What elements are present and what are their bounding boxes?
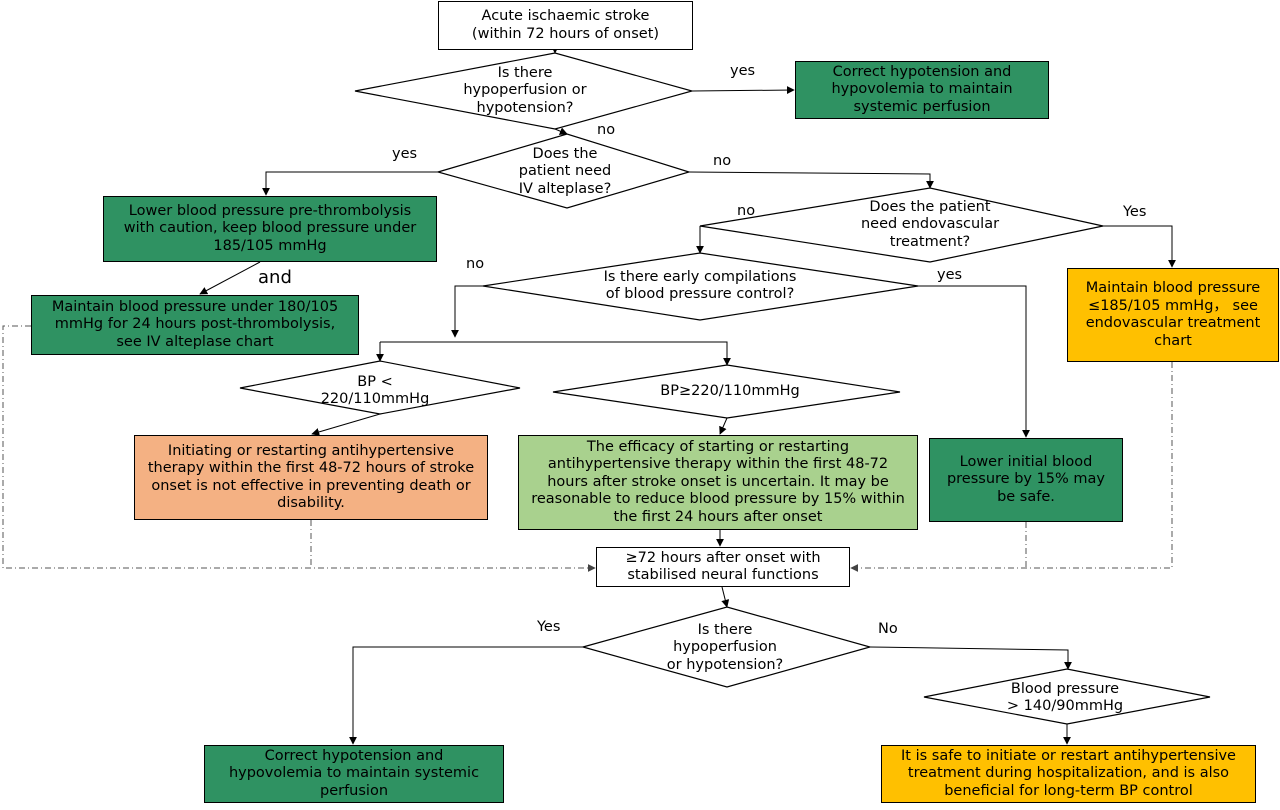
- label-no-hypo1: no: [597, 122, 616, 138]
- label-yes-endo: Yes: [1123, 204, 1147, 220]
- after-72-hours-box: ≥72 hours after onset with stabilised ne…: [596, 547, 850, 587]
- lower-pre-thrombolysis-box: Lower blood pressure pre-thrombolysis wi…: [103, 196, 437, 262]
- edge-dashed-right: [850, 362, 1173, 572]
- edge-endo-yes: [1103, 225, 1176, 268]
- question-hypoperfusion-1: Is there hypoperfusion or hypotension?: [463, 64, 587, 116]
- label-and: and: [258, 267, 292, 288]
- safe-initiate-box: It is safe to initiate or restart antihy…: [881, 745, 1256, 803]
- label-yes-alteplase: yes: [392, 146, 418, 162]
- edge-alteplase-yes: [262, 171, 438, 196]
- diamond-bp-high: [552, 364, 901, 419]
- edge-hypo2-yes: [349, 646, 583, 745]
- edge-early-yes: [918, 285, 1030, 438]
- diamond-bp-low: [239, 360, 521, 415]
- label-no-endo: no: [737, 203, 756, 219]
- efficacy-box: The efficacy of starting or restarting a…: [518, 435, 918, 530]
- label-no-early: no: [466, 256, 485, 272]
- edge-after72-hypo2: [721, 586, 730, 608]
- question-bp-low: BP < 220/110mmHg: [320, 373, 430, 408]
- question-bp140: Blood pressure > 140/90mmHg: [1006, 680, 1124, 715]
- edge-hypo2-no: [869, 646, 1072, 670]
- start-box: Acute ischaemic stroke (within 72 hours …: [438, 1, 693, 50]
- edge-dashed-left: [2, 325, 596, 572]
- question-endovascular: Does the patient need endovascular treat…: [860, 198, 1000, 250]
- question-bp-high: BP≥220/110mmHg: [660, 383, 800, 400]
- label-no-alteplase: no: [713, 153, 732, 169]
- not-effective-box: Initiating or restarting antihypertensiv…: [134, 435, 488, 520]
- edge-hypo1-no: [554, 127, 568, 135]
- edge-split-high: [380, 341, 731, 366]
- edge-lower-maintain: [199, 261, 261, 295]
- label-yes-early: yes: [937, 267, 963, 283]
- question-alteplase: Does the patient need IV alteplase?: [518, 145, 612, 197]
- edge-early-no: [451, 285, 483, 338]
- label-yes-hypo2: Yes: [537, 619, 561, 635]
- diamond-bp140: [923, 668, 1211, 725]
- question-early-complications: Is there early compilations of blood pre…: [603, 268, 797, 303]
- lower-15-box: Lower initial blood pressure by 15% may …: [929, 438, 1123, 522]
- correct-hypotension-box-2: Correct hypotension and hypovolemia to m…: [204, 745, 504, 803]
- label-yes-hypo1: yes: [730, 63, 756, 79]
- edge-hypo1-yes: [691, 86, 795, 95]
- label-no-hypo2: No: [878, 621, 898, 637]
- maintain-185-box: Maintain blood pressure ≤185/105 mmHg， s…: [1067, 268, 1279, 362]
- question-hypoperfusion-2: Is there hypoperfusion or hypotension?: [666, 621, 784, 673]
- edge-bplow-result: [311, 413, 381, 436]
- correct-hypotension-box-1: Correct hypotension and hypovolemia to m…: [795, 61, 1049, 119]
- edge-alteplase-no: [688, 171, 934, 189]
- edge-bphigh-result: [719, 417, 728, 435]
- maintain-180-box: Maintain blood pressure under 180/105 mm…: [31, 295, 359, 355]
